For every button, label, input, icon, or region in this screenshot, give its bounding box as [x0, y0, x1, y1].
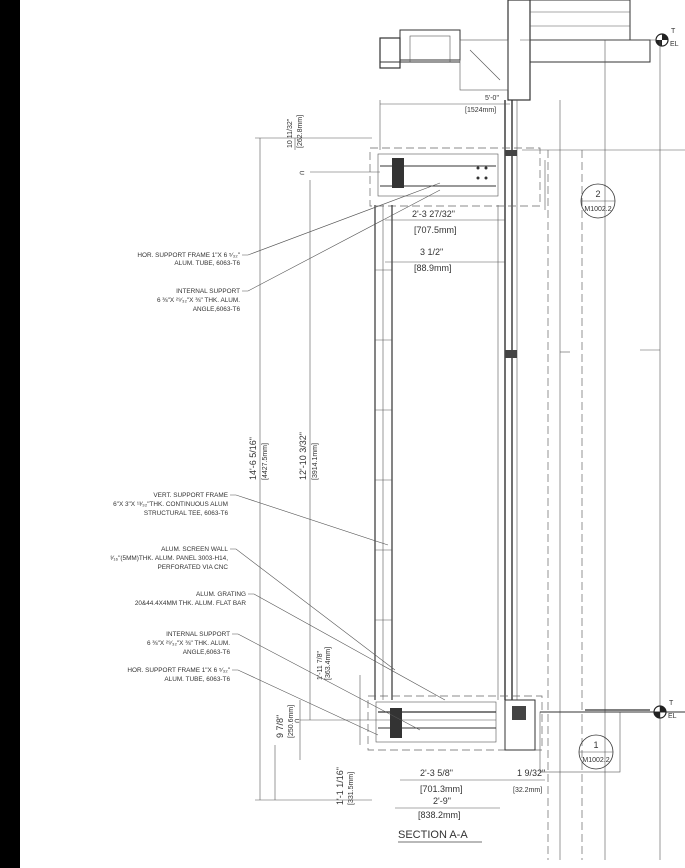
svg-text:⊂: ⊂	[294, 718, 300, 725]
dim-overall-height-mm: [4427.5mm]	[262, 443, 269, 480]
dim-overall-height: 14'-6 5/16"	[248, 437, 258, 480]
detail-tag-1: 1 M1002.2	[578, 734, 614, 770]
svg-text:ALUM. TUBE, 6063-T6: ALUM. TUBE, 6063-T6	[174, 260, 240, 267]
dim-tube-depth: 3 1/2"	[420, 247, 443, 257]
callout-grating: ALUM. GRATING 20&44.4X4MM THK. ALUM. FLA…	[135, 591, 247, 607]
svg-text:ALUM. SCREEN WALL: ALUM. SCREEN WALL	[161, 546, 228, 553]
callout-hor-support-bottom: HOR. SUPPORT FRAME 1"X 6 ⁵⁄₃₂" ALUM. TUB…	[127, 667, 230, 683]
dim-bottom-width-a-mm: [701.3mm]	[420, 784, 463, 794]
detail-tag-2-number: 2	[595, 189, 600, 199]
dim-inner-height-mm: [3914.1mm]	[312, 443, 319, 480]
dim-bottom-total: 2'-9"	[433, 796, 451, 806]
svg-text:VERT. SUPPORT FRAME: VERT. SUPPORT FRAME	[153, 492, 228, 499]
callout-internal-support-bottom: INTERNAL SUPPORT 6 ⅜"X ²⁹⁄₃₂"X ⅜" THK. A…	[147, 631, 231, 656]
svg-text:INTERNAL SUPPORT: INTERNAL SUPPORT	[176, 288, 240, 295]
detail-tag-2-sheet: M1002.2	[584, 206, 611, 213]
svg-text:ANGLE,6063-T6: ANGLE,6063-T6	[183, 649, 231, 656]
svg-text:⊂: ⊂	[299, 170, 305, 177]
svg-text:STRUCTURAL TEE, 6063-T6: STRUCTURAL TEE, 6063-T6	[144, 510, 229, 517]
level-letter-top: T	[671, 28, 676, 35]
dimension-lines	[255, 100, 545, 809]
roof-slab	[379, 0, 651, 101]
level-code-bottom: EL	[668, 713, 677, 720]
svg-text:INTERNAL SUPPORT: INTERNAL SUPPORT	[166, 631, 230, 638]
dim-top-width-mm: [1524mm]	[465, 107, 496, 114]
top-support-frame: ⊂	[299, 147, 541, 207]
bottom-support-frame: ⊂	[294, 695, 543, 751]
callout-leaders	[230, 182, 446, 736]
svg-text:20&44.4X4MM THK. ALUM. FLAT BA: 20&44.4X4MM THK. ALUM. FLAT BAR	[135, 600, 247, 607]
svg-text:6"X 3"X ¹³⁄₃₂"THK. CONTINUOUS: 6"X 3"X ¹³⁄₃₂"THK. CONTINUOUS ALUM	[113, 501, 228, 508]
svg-text:6 ⅜"X ²⁹⁄₃₂"X ⅜" THK. ALUM.: 6 ⅜"X ²⁹⁄₃₂"X ⅜" THK. ALUM.	[147, 640, 230, 647]
dim-bottom-width-b: 1 9/32"	[517, 768, 545, 778]
dim-top-height-mm: [262.8mm]	[297, 115, 304, 148]
dim-frame-offset-mm: [707.5mm]	[414, 225, 457, 235]
dim-top-height: 10 11/32"	[287, 118, 294, 148]
callout-internal-support-top: INTERNAL SUPPORT 6 ⅜"X ²⁹⁄₃₂"X ⅜" THK. A…	[157, 288, 241, 313]
dim-base-height-mm: [331.5mm]	[348, 772, 355, 805]
dim-top-width: 5'-0"	[485, 95, 499, 102]
dimension-texts: 5'-0" [1524mm] 2'-3 27/32" [707.5mm] 3 1…	[248, 95, 545, 820]
callout-screen-wall: ALUM. SCREEN WALL ³⁄₁₆"(5MM)THK. ALUM. P…	[110, 546, 228, 571]
dim-bottom-width-b-mm: [32.2mm]	[513, 787, 542, 794]
svg-text:³⁄₁₆"(5MM)THK. ALUM. PANEL 300: ³⁄₁₆"(5MM)THK. ALUM. PANEL 3003-H14,	[110, 555, 228, 562]
callout-vert-support: VERT. SUPPORT FRAME 6"X 3"X ¹³⁄₃₂"THK. C…	[113, 492, 228, 517]
svg-text:6 ⅜"X ²⁹⁄₃₂"X ⅜" THK. ALUM.: 6 ⅜"X ²⁹⁄₃₂"X ⅜" THK. ALUM.	[157, 297, 240, 304]
curtain-wall-column	[504, 40, 685, 860]
dim-base-height: 1'-1 1/16"	[335, 767, 345, 805]
svg-text:HOR. SUPPORT FRAME 1"X 6 ⁵⁄₃₂": HOR. SUPPORT FRAME 1"X 6 ⁵⁄₃₂"	[127, 667, 230, 674]
dim-bottom-width-a: 2'-3 5/8"	[420, 768, 453, 778]
dim-tube-depth-mm: [88.9mm]	[414, 263, 452, 273]
svg-text:ANGLE,6063-T6: ANGLE,6063-T6	[193, 306, 241, 313]
svg-text:ALUM. GRATING: ALUM. GRATING	[196, 591, 246, 598]
floor-slab	[539, 709, 685, 773]
detail-tag-1-number: 1	[593, 740, 598, 750]
dim-bottom-frame: 9 7/8"	[275, 715, 285, 738]
svg-text:HOR. SUPPORT FRAME 1"X 6 ⁵⁄₃₂": HOR. SUPPORT FRAME 1"X 6 ⁵⁄₃₂"	[137, 252, 240, 259]
svg-text:PERFORATED VIA CNC: PERFORATED VIA CNC	[157, 564, 228, 571]
dim-bottom-total-mm: [838.2mm]	[418, 810, 461, 820]
level-marker-bottom: T EL	[653, 700, 677, 720]
dim-frame-offset: 2'-3 27/32"	[412, 209, 455, 219]
vertical-screen-frame	[374, 205, 499, 700]
level-letter-bottom: T	[669, 700, 674, 707]
dim-bottom-small: 1'-11 7/8"	[317, 650, 324, 680]
section-title: SECTION A-A	[398, 829, 468, 841]
svg-text:ALUM. TUBE, 6063-T6: ALUM. TUBE, 6063-T6	[164, 676, 230, 683]
dim-inner-height: 12'-10 3/32"	[298, 432, 308, 480]
level-code-top: EL	[670, 41, 679, 48]
detail-tag-2: 2 M1002.2	[580, 183, 616, 219]
callout-hor-support-top: HOR. SUPPORT FRAME 1"X 6 ⁵⁄₃₂" ALUM. TUB…	[137, 252, 240, 267]
level-marker-top: T EL	[520, 28, 679, 48]
detail-tag-1-sheet: M1002.2	[582, 757, 609, 764]
dim-bottom-frame-mm: [250.6mm]	[288, 705, 295, 738]
dim-bottom-small-mm: [363.4mm]	[325, 647, 332, 680]
